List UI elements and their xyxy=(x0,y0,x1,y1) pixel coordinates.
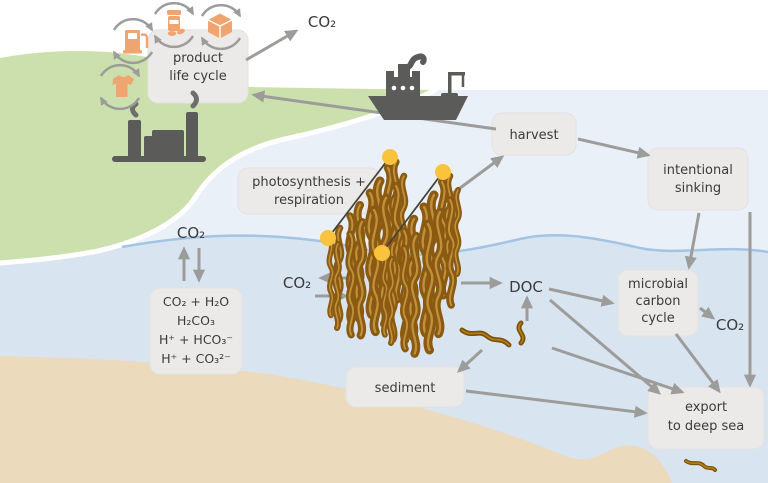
factory-building xyxy=(152,130,184,158)
export-deep-sea-label: to deep sea xyxy=(668,419,745,434)
arrow-fragments-to-export xyxy=(551,346,685,395)
doc-label: DOC xyxy=(509,278,543,296)
fuel-pump-icon xyxy=(123,30,149,54)
factory-icon xyxy=(112,90,206,162)
microbial-carbon-cycle-label: carbon xyxy=(636,294,681,309)
arrow-kelp-to-harvest xyxy=(451,155,505,196)
seaweed-fragment xyxy=(518,322,524,344)
co2-kelp-exchange-label: CO₂ xyxy=(283,274,311,292)
microbial-carbon-cycle-label: cycle xyxy=(641,311,675,326)
product-life-cycle-label: product xyxy=(173,51,223,66)
buoy xyxy=(435,164,451,180)
ship-hull xyxy=(368,96,468,120)
recycle-ring-icon xyxy=(112,17,154,65)
microbial-carbon-cycle-label: microbial xyxy=(628,277,688,292)
ship-crane-post xyxy=(448,72,452,98)
ship-crane-arm xyxy=(448,72,465,76)
t-shirt-icon xyxy=(112,75,134,97)
arrow-sinking-to-microbial xyxy=(684,212,701,270)
carbonate-chemistry-line: CO₂ + H₂O xyxy=(163,294,229,309)
arrow-microbial-to-co2 xyxy=(699,306,716,320)
package-box-icon xyxy=(207,13,233,39)
sediment-box xyxy=(345,366,465,408)
seaweed-fragment xyxy=(685,460,716,471)
kelp-farm xyxy=(320,149,459,354)
free-labels: CO₂ CO₂ CO₂ CO₂ DOC xyxy=(177,13,744,334)
photosynthesis-label: photosynthesis + xyxy=(252,175,366,190)
arrow-sediment-to-export xyxy=(465,389,648,418)
carbonate-chemistry-box xyxy=(149,287,243,375)
arrow-harvest-to-sinking xyxy=(577,137,651,159)
carbonate-chemistry-line: H⁺ + HCO₃⁻ xyxy=(159,332,233,347)
arrow-microbial-to-export xyxy=(674,333,721,394)
intentional-sinking-label: sinking xyxy=(675,181,721,196)
intentional-sinking-label: intentional xyxy=(663,163,733,178)
harvest-ship-icon xyxy=(368,53,468,120)
product-life-cycle-label: life cycle xyxy=(169,69,227,84)
ship-porthole xyxy=(409,85,415,91)
photosynthesis-label: respiration xyxy=(274,193,344,208)
seaweed-fragments xyxy=(459,320,717,472)
intentional-sinking-box xyxy=(647,147,749,211)
harvest-label: harvest xyxy=(509,128,558,143)
flow-arrows xyxy=(177,29,757,418)
kelp-rope xyxy=(381,171,444,254)
export-deep-sea-box xyxy=(647,386,765,450)
ship-porthole xyxy=(391,85,397,91)
recycle-ring-icon xyxy=(200,3,242,51)
ship-cabin-teeth xyxy=(399,71,407,78)
factory-chimney xyxy=(144,136,154,158)
buoy xyxy=(320,230,336,246)
medicine-bottle-icon xyxy=(167,10,185,36)
co2-microbial-release-label: CO₂ xyxy=(716,316,744,334)
factory-chimney xyxy=(128,120,141,158)
arrow-product-to-co2 xyxy=(245,29,299,62)
seafloor-sand xyxy=(0,356,672,483)
factory-smoke xyxy=(130,101,139,118)
node-boxes: product life cycle photosynthesis + resp… xyxy=(147,29,765,450)
carbonate-chemistry-line: H₂CO₃ xyxy=(177,313,215,328)
ship-cabin-teeth xyxy=(412,71,420,78)
ship-smoke xyxy=(403,53,427,71)
buoy xyxy=(382,149,398,165)
coastline xyxy=(0,87,438,266)
arrow-fragments-to-sediment xyxy=(456,348,484,373)
factory-chimney xyxy=(186,112,198,158)
recycle-ring-icon xyxy=(153,1,195,49)
seaweed-fragment xyxy=(461,329,510,346)
harvest-box xyxy=(491,112,577,156)
buoy xyxy=(374,245,390,261)
ship-cabin-teeth xyxy=(386,71,394,78)
product-life-cycle-box xyxy=(147,29,249,104)
ship-porthole xyxy=(400,85,406,91)
arrow-doc-to-microbial xyxy=(548,287,615,307)
kelp-rope xyxy=(327,156,391,239)
export-deep-sea-label: export xyxy=(685,400,727,415)
co2-air-sea-label: CO₂ xyxy=(177,224,205,242)
sediment-label: sediment xyxy=(375,381,436,396)
microbial-carbon-cycle-box xyxy=(617,269,699,337)
arrow-harvest-to-product xyxy=(251,90,497,131)
co2-product-emission-label: CO₂ xyxy=(308,13,336,31)
recycle-ring-icon xyxy=(99,63,141,111)
product-lifecycle-icons xyxy=(99,1,242,111)
carbonate-chemistry-line: H⁺ + CO₃²⁻ xyxy=(161,351,231,366)
factory-smoke xyxy=(190,90,199,109)
